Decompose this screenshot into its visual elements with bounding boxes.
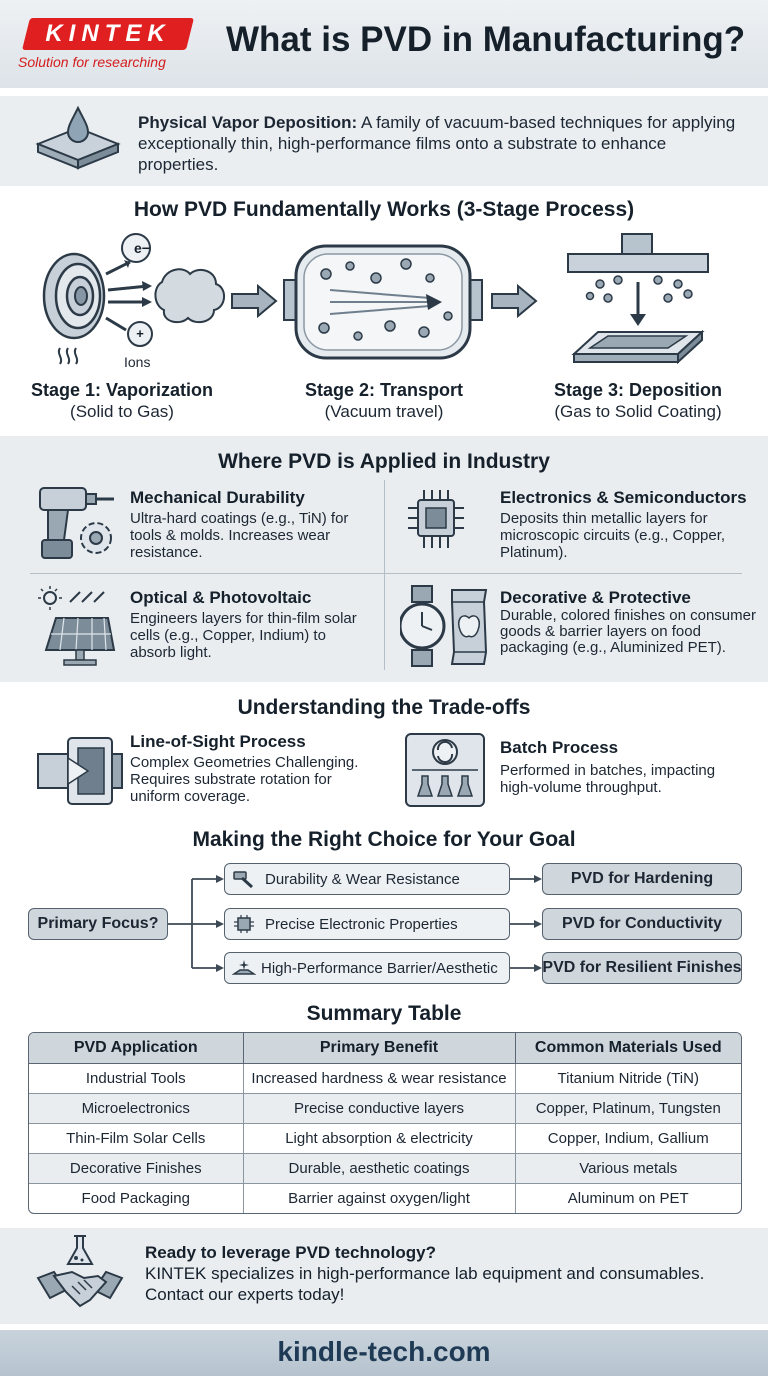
industry-horizontal-divider xyxy=(30,573,742,574)
chip-icon xyxy=(231,914,257,934)
stage-1-title: Stage 1: Vaporization xyxy=(30,380,214,400)
stage-1-subtitle: (Solid to Gas) xyxy=(70,402,174,421)
vacuum-chamber-icon xyxy=(283,244,483,360)
chip-icon xyxy=(408,490,464,548)
stage-2-title: Stage 2: Transport xyxy=(304,380,464,400)
definition-text: Physical Vapor Deposition: A family of v… xyxy=(138,112,748,175)
definition-band xyxy=(0,96,768,186)
table-cell: Industrial Tools xyxy=(29,1063,244,1094)
summary-title: Summary Table xyxy=(306,1002,462,1025)
table-row: Thin-Film Solar Cells Light absorption &… xyxy=(29,1123,741,1154)
result-finishes-node: PVD for Resilient Finishes xyxy=(542,952,742,984)
industry-desc-decorative: Durable, colored finishes on consumer go… xyxy=(500,607,756,656)
table-row: Decorative Finishes Durable, aesthetic c… xyxy=(29,1153,741,1184)
cta-headline: Ready to leverage PVD technology? xyxy=(145,1242,755,1263)
industry-desc-mechanical: Ultra-hard coatings (e.g., TiN) for tool… xyxy=(130,510,349,561)
sparkle-hand-icon xyxy=(231,958,257,978)
industry-heading-electronics: Electronics & Semiconductors xyxy=(500,488,747,507)
tradeoff-heading-batch: Batch Process xyxy=(500,738,619,757)
column-header-benefit: Primary Benefit xyxy=(243,1033,516,1064)
ion-label: + xyxy=(136,326,144,341)
drill-gear-icon xyxy=(39,487,114,559)
droplet-on-substrate-icon xyxy=(35,105,121,170)
page-title: What is PVD in Manufacturing? xyxy=(226,20,746,59)
table-row: Industrial Tools Increased hardness & we… xyxy=(29,1063,741,1094)
column-header-materials: Common Materials Used xyxy=(515,1033,741,1064)
industry-heading-mechanical: Mechanical Durability xyxy=(130,488,305,507)
hammer-icon xyxy=(231,869,257,889)
stage-2-subtitle: (Vacuum travel) xyxy=(324,402,444,421)
goal-electronic-label: Precise Electronic Properties xyxy=(265,915,458,933)
table-cell: Titanium Nitride (TiN) xyxy=(515,1063,741,1094)
industry-title: Where PVD is Applied in Industry xyxy=(218,450,550,473)
line-of-sight-icon xyxy=(37,737,123,805)
footer-url-link[interactable]: kindle-tech.com xyxy=(277,1336,491,1367)
table-cell: Light absorption & electricity xyxy=(243,1123,516,1154)
industry-heading-decorative: Decorative & Protective xyxy=(500,588,691,607)
batch-icon xyxy=(405,733,485,807)
goal-durability-label: Durability & Wear Resistance xyxy=(265,870,460,888)
electron-label: e− xyxy=(134,240,150,256)
table-cell: Microelectronics xyxy=(29,1093,244,1124)
definition-term: Physical Vapor Deposition: xyxy=(138,113,358,132)
table-cell: Aluminum on PET xyxy=(567,1189,689,1207)
primary-focus-node: Primary Focus? xyxy=(28,908,168,940)
logo-tagline: Solution for researching xyxy=(18,54,166,70)
definition-body: A family of vacuum-based techniques for … xyxy=(138,113,736,174)
cta-line-2: Contact our experts today! xyxy=(145,1285,345,1304)
table-cell: Various metals xyxy=(515,1153,741,1184)
table-cell: Precise conductive layers xyxy=(243,1093,516,1124)
process-title: How PVD Fundamentally Works (3-Stage Pro… xyxy=(133,198,635,221)
result-hardening-node: PVD for Hardening xyxy=(542,863,742,895)
goal-barrier-node[interactable]: High-Performance Barrier/Aesthetic xyxy=(224,952,510,984)
table-cell: Barrier against oxygen/light xyxy=(243,1183,516,1213)
stage-3-subtitle: (Gas to Solid Coating) xyxy=(554,402,722,421)
industry-desc-optical: Engineers layers for thin-film solar cel… xyxy=(130,610,357,661)
watch-package-icon xyxy=(400,585,488,667)
stage-3-title: Stage 3: Deposition xyxy=(553,380,723,400)
decision-connectors xyxy=(168,875,542,972)
table-cell: Durable, aesthetic coatings xyxy=(243,1153,516,1184)
decision-title: Making the Right Choice for Your Goal xyxy=(192,828,576,851)
tradeoffs-title: Understanding the Trade-offs xyxy=(237,696,531,719)
goal-electronic-node[interactable]: Precise Electronic Properties xyxy=(224,908,510,940)
industry-heading-optical: Optical & Photovoltaic xyxy=(130,588,312,607)
table-cell: Copper, Platinum, Tungsten xyxy=(515,1093,741,1124)
table-row: Microelectronics Precise conductive laye… xyxy=(29,1093,741,1124)
logo-text: KINTEK xyxy=(45,20,171,47)
tradeoff-desc-batch: Performed in batches, impacting high-vol… xyxy=(500,762,716,796)
target-vaporization-icon xyxy=(42,233,225,365)
summary-table: PVD Application Primary Benefit Common M… xyxy=(28,1032,742,1214)
handshake-flask-icon xyxy=(36,1235,124,1308)
cta-line-1: KINTEK specializes in high-performance l… xyxy=(145,1264,705,1283)
industry-vertical-divider xyxy=(384,480,385,670)
cta-headline-text: Ready to leverage PVD technology? xyxy=(145,1243,436,1262)
arrow-right-icon xyxy=(491,284,538,318)
table-row: Food Packaging Barrier against oxygen/li… xyxy=(29,1183,741,1213)
tradeoff-desc-line-of-sight: Complex Geometries Challenging. Requires… xyxy=(130,754,359,805)
deposition-icon xyxy=(567,233,709,365)
result-conductivity-node: PVD for Conductivity xyxy=(542,908,742,940)
ions-caption: Ions xyxy=(124,354,151,370)
table-cell: Thin-Film Solar Cells xyxy=(29,1123,244,1154)
tradeoff-heading-line-of-sight: Line-of-Sight Process xyxy=(130,732,306,751)
cta-band xyxy=(0,1228,768,1324)
table-header-row: PVD Application Primary Benefit Common M… xyxy=(29,1033,741,1064)
table-cell: Increased hardness & wear resistance xyxy=(243,1063,516,1094)
industry-desc-electronics: Deposits thin metallic layers for micros… xyxy=(500,510,726,561)
goal-barrier-label: High-Performance Barrier/Aesthetic xyxy=(261,959,498,977)
kintek-logo[interactable]: KINTEK Solution for researching xyxy=(16,18,194,72)
cta-text: Ready to leverage PVD technology? KINTEK… xyxy=(145,1242,755,1305)
solar-panel-icon xyxy=(38,586,116,666)
table-cell: Food Packaging xyxy=(29,1183,244,1213)
table-cell: Copper, Indium, Gallium xyxy=(515,1123,741,1154)
column-header-application: PVD Application xyxy=(29,1033,244,1064)
arrow-right-icon xyxy=(231,284,278,318)
goal-durability-node[interactable]: Durability & Wear Resistance xyxy=(224,863,510,895)
table-cell: Decorative Finishes xyxy=(29,1153,244,1184)
footer-band xyxy=(0,1330,768,1376)
